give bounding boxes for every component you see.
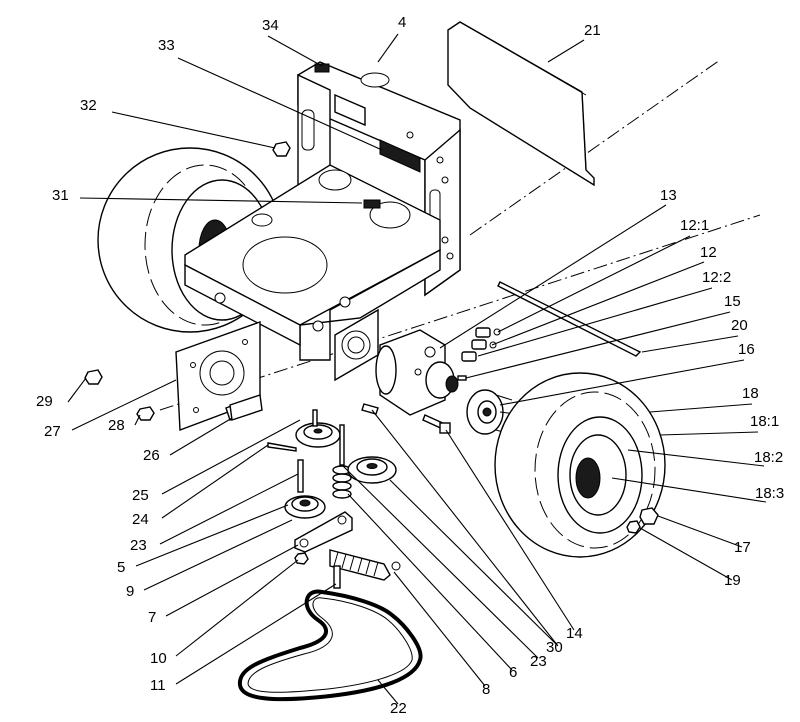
left-nut [84,369,103,385]
idler-pulley-upper [295,409,341,448]
callout-c12_2: 12:2 [702,269,731,286]
callout-c27: 27 [44,423,61,440]
callout-c12: 12 [700,244,717,261]
mount-bracket [229,394,263,421]
callout-c23a: 23 [130,537,147,554]
alignment-line-rear [469,59,721,236]
pulley-bolt [297,459,304,493]
pivot-bolt [267,442,297,452]
drive-pulley [284,495,326,519]
callout-c22: 22 [390,700,407,717]
extension-spring [329,549,401,581]
callout-c12_1: 12:1 [680,217,709,234]
brake-rod [497,281,642,357]
callout-c26: 26 [143,447,160,464]
callout-c9: 9 [126,583,134,600]
callout-c28: 28 [108,417,125,434]
callout-c20: 20 [731,317,748,334]
callout-c7: 7 [148,609,156,626]
right-drive-tire [494,372,666,558]
callout-c13: 13 [660,187,677,204]
compression-spring [332,424,352,499]
callout-c33: 33 [158,37,175,54]
callout-c29: 29 [36,393,53,410]
callout-c34: 34 [262,17,279,34]
left-lock-nut [136,406,155,421]
idler-arm [294,511,353,553]
callout-c23b: 23 [530,653,547,670]
callout-c24: 24 [132,511,149,528]
callout-c19: 19 [724,572,741,589]
callout-c6: 6 [509,664,517,681]
callout-c14: 14 [566,625,583,642]
callout-c4: 4 [398,14,406,31]
callout-c16: 16 [738,341,755,358]
callout-c18_2: 18:2 [754,449,783,466]
hydraulic-wheel-motor [375,329,459,416]
top-nut [272,141,291,157]
callout-c21: 21 [584,22,601,39]
mount-bolts [361,403,451,434]
callout-c11: 11 [150,677,166,694]
callout-c25: 25 [132,487,149,504]
callout-c18: 18 [742,385,759,402]
callout-c8: 8 [482,681,490,698]
rear-cover-panel [447,21,595,187]
callout-c15: 15 [724,293,741,310]
drive-belt [237,589,423,702]
lug-nuts [626,507,659,534]
callout-c30: 30 [546,639,563,656]
motor-shaft-key [457,375,467,381]
callout-c18_1: 18:1 [750,413,779,430]
frame-deck-plate [184,164,441,361]
drive-belt-inner [247,597,413,693]
callout-c5: 5 [117,559,125,576]
callout-c31: 31 [52,187,69,204]
leader-lines [67,33,767,705]
callout-c32: 32 [80,97,97,114]
callout-c18_3: 18:3 [755,485,784,502]
callout-c17: 17 [734,539,751,556]
idler-pulley-lower [347,456,397,484]
arm-nut [294,552,309,565]
stud [333,565,341,589]
callout-c10: 10 [150,650,167,667]
wheel-hub [466,389,517,435]
